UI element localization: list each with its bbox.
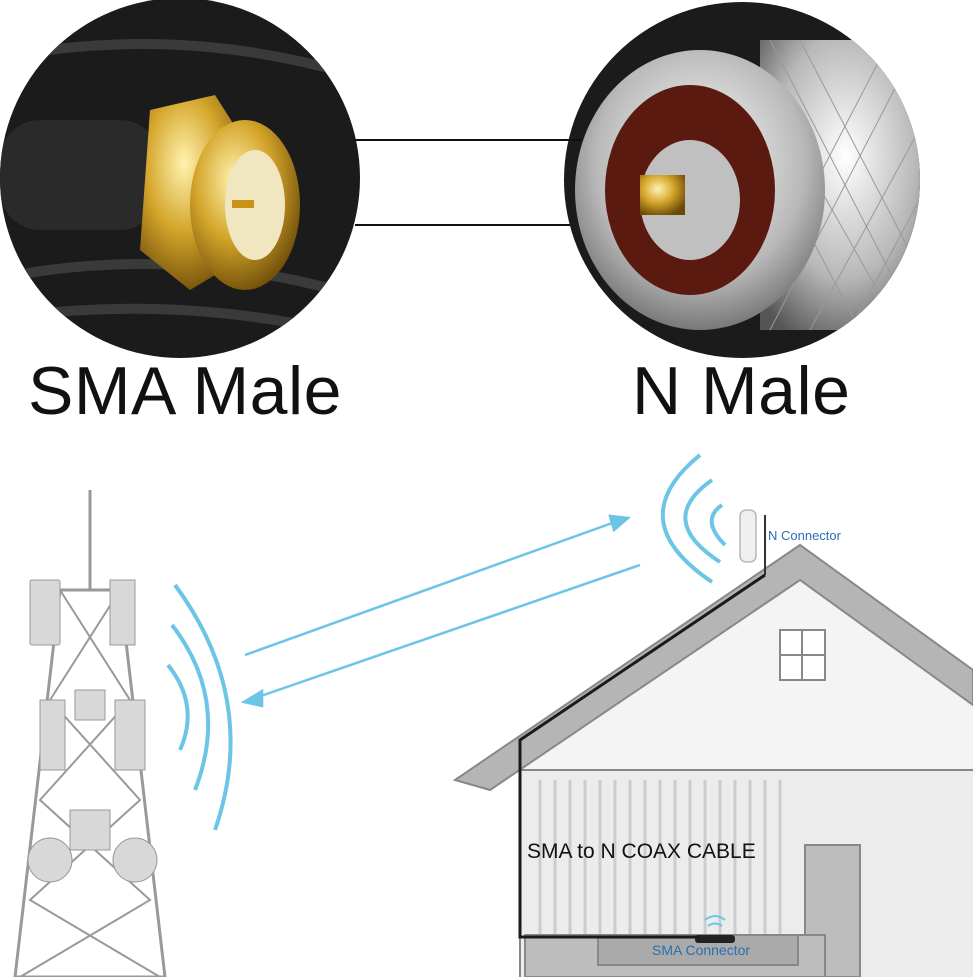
signal-arrows (240, 514, 641, 708)
n-male-label: N Male (632, 353, 851, 429)
tower-signal-icon (166, 583, 233, 831)
connector-lines (355, 139, 582, 226)
cell-tower (13, 490, 167, 977)
sma-connector-label: SMA Connector (652, 942, 751, 958)
house (452, 543, 973, 977)
coax-cable (518, 573, 766, 939)
cable-label: SMA to N COAX CABLE (527, 840, 756, 863)
n-male-photo (564, 2, 920, 358)
sma-male-photo (0, 0, 360, 358)
sma-male-label: SMA Male (28, 353, 342, 429)
antenna-signal-icon (661, 453, 727, 584)
router (695, 915, 735, 943)
outdoor-antenna (739, 509, 766, 575)
n-connector-label: N Connector (768, 528, 841, 543)
